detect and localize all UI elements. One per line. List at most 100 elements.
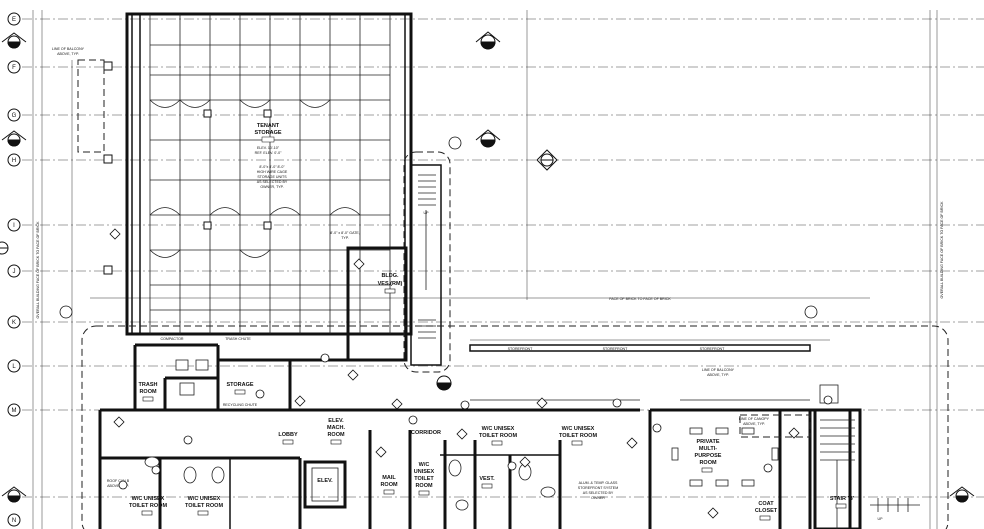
- room-name-line: MAIL: [382, 475, 396, 481]
- note-line: OWNER: [591, 496, 605, 500]
- lower-floor-walls: [98, 343, 852, 529]
- diamond-tag-icon: [113, 416, 125, 428]
- note-line: TYP.: [341, 236, 349, 240]
- plumbing-fixtures: [144, 359, 556, 511]
- room-name-line: ROOM: [139, 389, 157, 395]
- door-tag-icon: [460, 400, 470, 410]
- room-label-vest: VEST.: [479, 476, 495, 482]
- tenant-storage-elev-1: ELEV. 10'-10": [257, 146, 280, 150]
- room-name-line: TOILET ROOM: [185, 503, 224, 509]
- room-name-line: W/C: [419, 462, 430, 468]
- stair-b: [813, 384, 920, 529]
- note-line: 8'-0" x 8'-0" GATE,: [330, 231, 360, 235]
- dimension-lines-vertical: [32, 10, 938, 529]
- door-tag-icon: [507, 461, 517, 471]
- room-name-line: MULTI-: [699, 446, 717, 452]
- diamond-tag-icon: [456, 428, 468, 440]
- door-tag-icon: [255, 389, 265, 399]
- grid-bubble-l: L: [7, 359, 21, 373]
- section-marker-icon: [1, 32, 27, 49]
- room-label-wc-4: W/C UNISEX TOILET ROOM: [559, 426, 598, 439]
- room-label-coat-closet: COAT CLOSET: [755, 501, 778, 514]
- grid-bubble-j: J: [7, 264, 21, 278]
- note-line: ABOVE, TYP.: [707, 373, 729, 377]
- door-tag-icon: [823, 395, 833, 405]
- storefront-label: STOREFRONT: [603, 347, 628, 351]
- grid-label-f: F: [12, 65, 16, 71]
- room-name-line: UNISEX: [414, 469, 435, 475]
- storefront-label: STOREFRONT: [508, 347, 533, 351]
- room-name-line: ROOM: [415, 483, 433, 489]
- room-label-stair-b: STAIR 'B': [830, 496, 855, 502]
- trash-chute-note: TRASH CHUTE: [225, 337, 251, 341]
- door-tag-icon: [118, 480, 128, 490]
- note-line: HIGH WIRE CAGE: [257, 170, 288, 174]
- balcony-note-right: LINE OF BALCONY ABOVE, TYP.: [702, 368, 735, 377]
- overall-dimension-left: OVERALL BUILDING FACE OF BRICK TO FACE O…: [36, 221, 40, 319]
- section-marker-icon: [536, 149, 558, 171]
- note-line: STOREFRONT SYSTEM: [578, 486, 618, 490]
- section-marker-icon: [0, 241, 9, 255]
- room-label-wc-5: W/C UNISEX TOILET ROOM: [414, 462, 435, 489]
- grid-label-j: J: [13, 269, 16, 275]
- room-label-corridor: CORRIDOR: [411, 430, 441, 436]
- section-marker-icon: [436, 375, 452, 391]
- elevator: ELEV.: [303, 460, 347, 509]
- door-tag-icon: [59, 305, 73, 319]
- diamond-tag-icon: [375, 446, 387, 458]
- note-line: AS SELECTED BY: [583, 491, 614, 495]
- room-name-line: TOILET ROOM: [479, 433, 518, 439]
- grid-bubble-n: N: [7, 513, 21, 527]
- grid-bubble-i: I: [7, 218, 21, 232]
- note-line: LINE OF BALCONY: [52, 47, 85, 51]
- room-name-line: BLDG.: [381, 273, 399, 279]
- note-line: AS SELECTED BY: [257, 180, 288, 184]
- balcony-note-top: LINE OF BALCONY ABOVE, TYP.: [52, 47, 105, 153]
- canopy-note: LINE OF CANOPY ABOVE, TYP.: [739, 417, 770, 426]
- grid-bubbles: E F G H I J K L M N: [7, 12, 21, 527]
- note-line: OWNER, TYP.: [260, 185, 283, 189]
- room-name-line: ROOM: [699, 460, 717, 466]
- room-label-trash: TRASH ROOM: [139, 382, 158, 395]
- compactor-note: COMPACTOR: [160, 337, 183, 341]
- multi-purpose-furniture: [671, 427, 779, 487]
- room-name-line: ROOM: [327, 432, 345, 438]
- diamond-tag-icon: [353, 258, 365, 270]
- bldg-vestibule-label: BLDG. VES.(RM): [346, 246, 408, 362]
- section-marker-icon: [949, 486, 975, 503]
- grid-label-i: I: [13, 223, 15, 229]
- tenant-storage-elev-2: REF. ELEV. 0'-0": [255, 151, 283, 155]
- grid-label-l: L: [12, 364, 16, 370]
- room-name-line: W/C UNISEX: [188, 496, 221, 502]
- note-line: ABOVE, TYP.: [743, 422, 765, 426]
- diamond-tag-icon: [109, 228, 121, 240]
- room-name-line: ELEV.: [328, 418, 344, 424]
- room-name-line: COAT: [758, 501, 774, 507]
- room-number-tags: [141, 288, 847, 521]
- room-name-line: W/C UNISEX: [482, 426, 515, 432]
- room-label-multi-purpose: PRIVATE MULTI- PURPOSE ROOM: [695, 439, 722, 466]
- grid-label-k: K: [12, 320, 16, 326]
- room-name-line: W/C UNISEX: [132, 496, 165, 502]
- diamond-tag-icon: [347, 369, 359, 381]
- diamond-tag-icon: [519, 456, 531, 468]
- glass-system-note: ALUM. & TEMP. GLASS STOREFRONT SYSTEM AS…: [578, 481, 618, 500]
- room-name-line: TOILET ROOM: [559, 433, 598, 439]
- door-tag-icon: [652, 423, 662, 433]
- diamond-tag-icon: [788, 427, 800, 439]
- grid-bubble-k: K: [7, 315, 21, 329]
- room-name-line: TOILET: [414, 476, 434, 482]
- note-line: ALUM. & TEMP. GLASS: [579, 481, 618, 485]
- finish-tags: [109, 228, 800, 519]
- grid-label-n: N: [12, 518, 16, 524]
- room-name-line: TRASH: [139, 382, 158, 388]
- note-line: ABOVE, TYP.: [107, 484, 129, 488]
- diamond-tag-icon: [294, 395, 306, 407]
- room-name-line: STORAGE: [254, 130, 281, 136]
- section-marker-icon: [475, 129, 501, 148]
- door-tag-icon: [183, 435, 193, 445]
- room-label-wc-2: W/C UNISEX TOILET ROOM: [185, 496, 224, 509]
- grid-label-h: H: [12, 158, 16, 164]
- section-marker-icon: [1, 130, 27, 147]
- room-label-mail: MAIL ROOM: [380, 475, 398, 488]
